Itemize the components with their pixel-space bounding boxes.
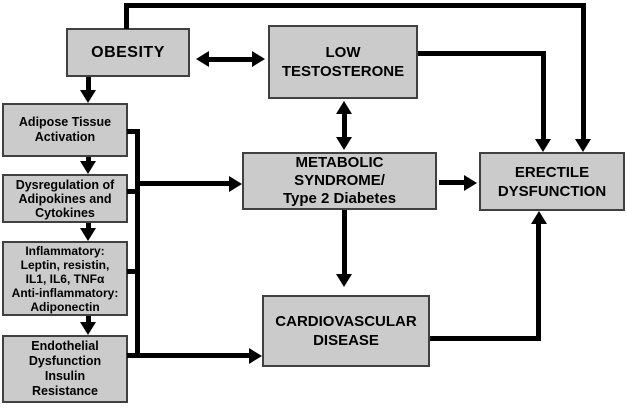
edge-met-cvd-arrowhead [336,274,352,287]
edge-met-cvd-shaft [342,210,347,276]
node-adipose-tissue-activation: Adipose Tissue Activation [2,103,128,157]
node-dysregulation-adipokines: Dysregulation of Adipokines and Cytokine… [2,174,128,223]
edge-obesity-ed-drop [581,3,586,141]
edge-obesity-adipose-shaft [86,77,91,91]
edge-lt-met-arrowhead-down [336,137,352,150]
edge-lt-met-arrowhead-up [336,101,352,114]
edge-lt-ed-run [418,51,546,56]
edge-adipose-dysreg-shaft [86,157,91,163]
edge-met-ed-shaft [439,180,465,185]
edge-obesity-ed-top-run [124,3,586,8]
edge-obesity-ed-arrowhead [575,139,591,152]
edge-cvd-ed-run [430,336,541,341]
edge-obesity-lt-shaft [206,57,254,62]
edge-obesity-lt-arrowhead-left [196,51,209,67]
node-obesity: OBESITY [66,28,190,77]
node-cardiovascular-disease: CARDIOVASCULAR DISEASE [262,295,430,367]
edge-obesity-adipose-arrowhead [80,90,96,103]
edge-cvd-ed-arrowhead [531,211,547,224]
edge-lt-ed-arrowhead [535,139,551,152]
collector-stub-adipose [127,129,140,134]
node-inflammatory-factors: Inflammatory: Leptin, resistin, IL1, IL6… [2,241,128,316]
edge-inflam-endo-shaft [86,316,91,323]
edge-collector-cvd-arrowhead [249,348,262,364]
collector-stub-dysregulation [127,189,140,194]
edge-adipose-dysreg-arrowhead [80,161,96,174]
edge-collector-met-arrowhead [229,176,242,192]
edge-lt-met-shaft [342,108,347,144]
edge-cvd-ed-riser [536,224,541,341]
edge-dysreg-inflam-arrowhead [80,228,96,241]
node-low-testosterone: LOW TESTOSTERONE [268,25,418,99]
node-endothelial-dysfunction: Endothelial Dysfunction Insulin Resistan… [2,335,128,403]
collector-stub-inflammatory [127,269,140,274]
edge-met-ed-arrowhead [464,175,477,191]
collector-rail [135,129,140,358]
edge-inflam-endo-arrowhead [80,322,96,335]
edge-dysreg-inflam-shaft [86,223,91,230]
node-metabolic-syndrome: METABOLIC SYNDROME/ Type 2 Diabetes [242,152,437,210]
node-erectile-dysfunction: ERECTILE DYSFUNCTION [479,152,625,211]
edge-lt-ed-drop [541,51,546,141]
edge-collector-cvd-shaft [127,353,250,358]
edge-collector-met-shaft [135,181,231,186]
edge-obesity-ed-riser [124,3,129,29]
edge-obesity-lt-arrowhead-right [252,51,265,67]
